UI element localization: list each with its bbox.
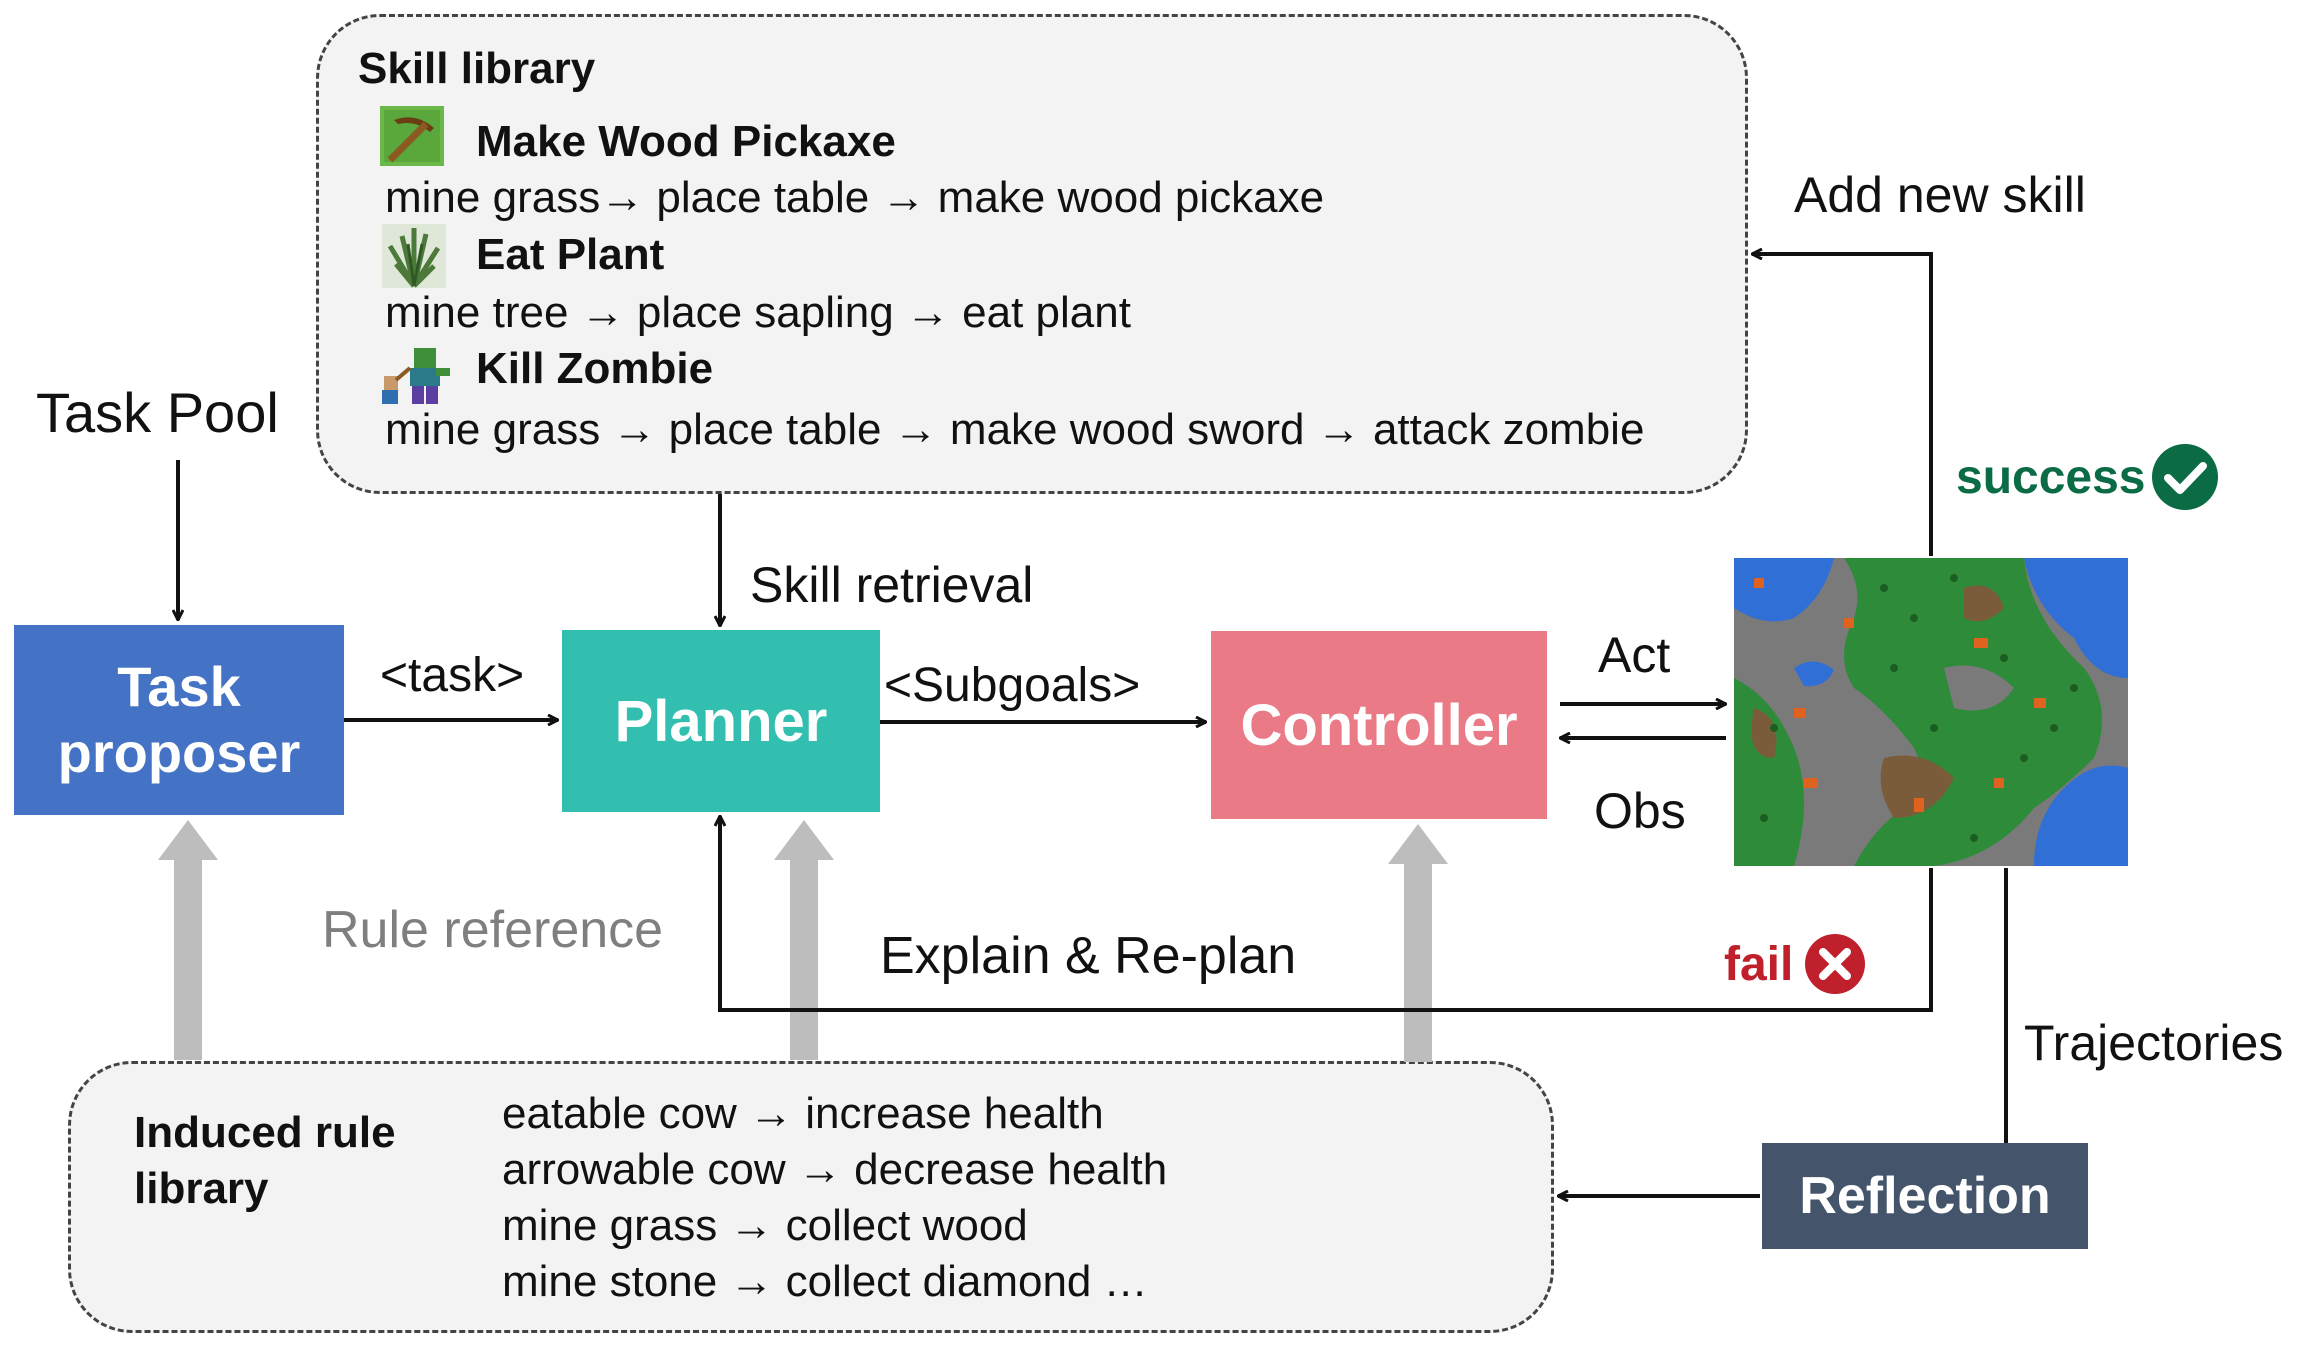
rule-library-title-line2: library — [134, 1164, 269, 1213]
skill-name: Eat Plant — [476, 230, 665, 279]
skill-steps: mine grass → place table → make wood swo… — [385, 405, 1645, 454]
controller-node: Controller — [1211, 631, 1547, 819]
rule-reference-label: Rule reference — [322, 901, 664, 959]
rule-item: mine grass → collect wood — [502, 1201, 1028, 1250]
task-pool-label: Task Pool — [36, 381, 279, 444]
reflection-node: Reflection — [1762, 1143, 2088, 1249]
rule-reference-arrows — [158, 820, 1448, 1062]
arrow-add-new-skill — [1752, 254, 1933, 556]
x-circle-icon — [1803, 932, 1867, 996]
skill-retrieval-label: Skill retrieval — [750, 557, 1034, 613]
gray-arrow-to-task-proposer — [158, 820, 218, 1060]
obs-label: Obs — [1594, 783, 1686, 839]
fail-indicator: fail — [1724, 932, 1867, 996]
gray-arrow-to-controller — [1388, 824, 1448, 1062]
zombie-icon — [380, 346, 450, 404]
subgoals-edge-label: <Subgoals> — [884, 659, 1141, 712]
success-indicator: success — [1956, 442, 2220, 512]
rule-list: eatable cow → increase health arrowable … — [502, 1086, 1167, 1310]
game-map-icon — [1734, 558, 2128, 866]
rule-item: arrowable cow → decrease health — [502, 1145, 1168, 1194]
task-proposer-line1: Task — [117, 655, 241, 718]
rule-library-title-line1: Induced rule — [134, 1108, 396, 1157]
explain-replan-label: Explain & Re-plan — [880, 927, 1297, 985]
arrow-explain-replan — [720, 816, 1933, 1012]
skill-name: Kill Zombie — [476, 344, 714, 393]
rule-library-title: Induced rule library — [134, 1105, 396, 1217]
pickaxe-icon — [380, 106, 444, 166]
success-label: success — [1956, 450, 2146, 504]
plant-icon — [382, 224, 446, 288]
skill-steps: mine grass→ place table → make wood pick… — [385, 173, 1325, 222]
skill-steps: mine tree → place sapling → eat plant — [385, 288, 1131, 337]
check-circle-icon — [2150, 442, 2220, 512]
planner-node: Planner — [562, 630, 880, 812]
skill-library-panel — [316, 14, 1748, 494]
add-new-skill-label: Add new skill — [1794, 167, 2086, 223]
rule-item: mine stone → collect diamond … — [502, 1257, 1148, 1306]
task-edge-label: <task> — [380, 649, 525, 702]
fail-label: fail — [1724, 937, 1794, 991]
skill-library-title: Skill library — [358, 44, 596, 93]
act-label: Act — [1598, 627, 1671, 683]
task-proposer-line2: proposer — [57, 721, 301, 784]
task-proposer-node: Task proposer — [14, 625, 344, 815]
skill-name: Make Wood Pickaxe — [476, 117, 896, 166]
trajectories-label: Trajectories — [2024, 1015, 2284, 1071]
rule-item: eatable cow → increase health — [502, 1089, 1104, 1138]
rule-library-panel — [68, 1061, 1554, 1333]
gray-arrow-to-planner — [774, 820, 834, 1060]
